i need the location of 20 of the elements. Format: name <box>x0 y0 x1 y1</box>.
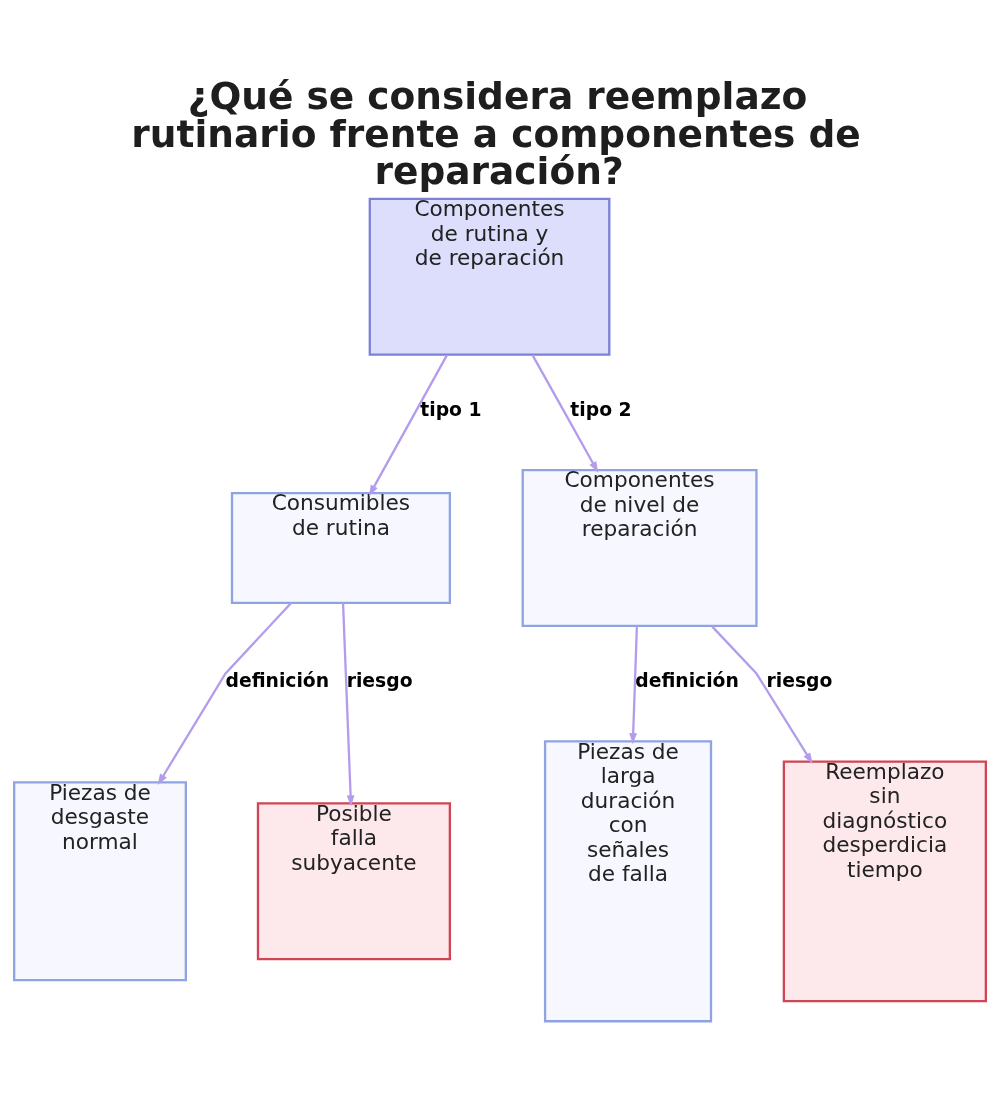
edge-label: definición <box>225 670 330 692</box>
node-box: Componentes de rutina y de reparación <box>368 197 611 356</box>
node-box: Consumibles de rutina <box>230 492 451 604</box>
edge-label: definición <box>635 670 739 692</box>
edge-label: tipo 2 <box>570 398 632 420</box>
arrow <box>629 626 639 745</box>
node-box: Posible falla subyacente <box>256 802 451 961</box>
node-box: Componentes de nivel de reparación <box>521 468 758 628</box>
node-box: Reemplazo sin diagnóstico desperdicia tiempo <box>782 760 987 1003</box>
edge-label: tipo 1 <box>420 398 482 420</box>
edge-label: riesgo <box>346 670 413 692</box>
arrow <box>157 602 292 786</box>
arrow <box>531 354 599 473</box>
diagram-title: ¿Qué se considera reemplazo rutinario frente a componentes de reparación? <box>131 74 861 194</box>
edge-label: riesgo <box>766 670 833 692</box>
arrow <box>368 354 448 497</box>
node-box: Piezas de larga duración con señales de falla <box>543 740 713 1023</box>
node-box: Piezas de desgaste normal <box>13 781 187 982</box>
arrow <box>711 625 813 764</box>
arrow <box>341 602 355 807</box>
